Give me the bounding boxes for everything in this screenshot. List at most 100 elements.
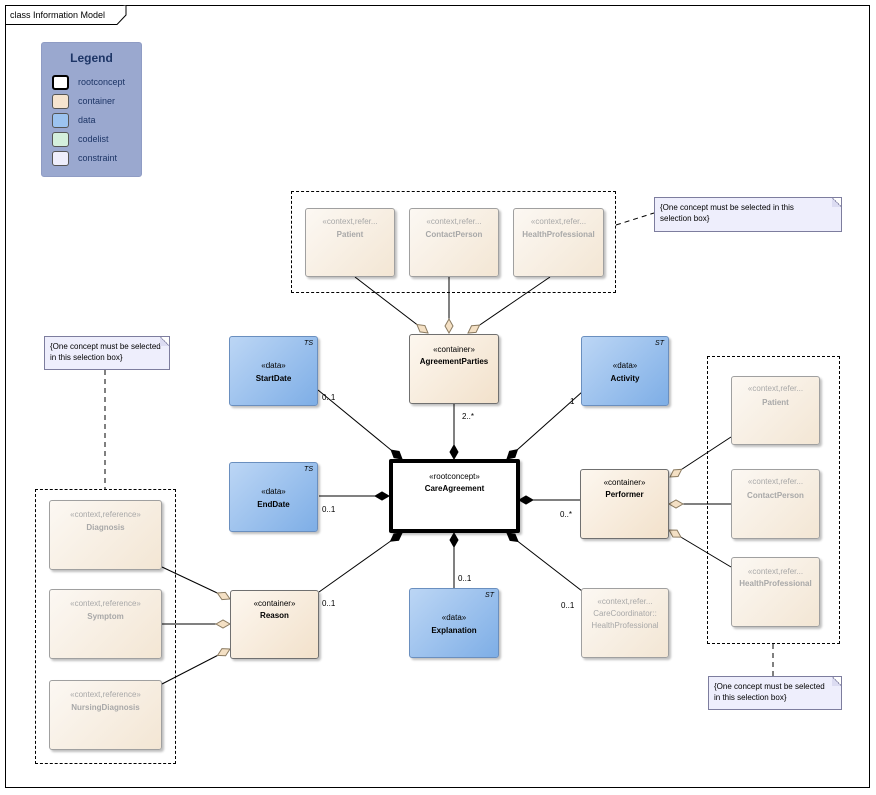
legend-label: data xyxy=(78,115,96,125)
class-name: ContactPerson xyxy=(747,491,804,500)
legend-label: constraint xyxy=(78,153,118,163)
class-stereotype: «context,reference» xyxy=(70,599,141,608)
class-reason-diagnosis[interactable]: «context,reference» Diagnosis xyxy=(49,500,162,570)
class-stereotype: «rootconcept» xyxy=(429,472,480,481)
class-name: HealthProfessional xyxy=(522,230,595,239)
link-perf-hp xyxy=(668,529,732,568)
class-stereotype: «container» xyxy=(603,478,646,487)
class-name-line2: HealthProfessional xyxy=(591,621,659,630)
link-perf-patient xyxy=(669,436,732,478)
datatype-tag: TS xyxy=(304,340,313,347)
link-party-patient xyxy=(354,276,429,334)
multiplicity-startdate: 0..1 xyxy=(322,393,336,402)
link-startdate xyxy=(317,389,403,460)
class-stereotype: «context,refer... xyxy=(426,217,482,226)
class-perf-healthprofessional[interactable]: «context,refer... HealthProfessional xyxy=(731,557,820,627)
multiplicity-agreementparties: 2..* xyxy=(462,412,475,421)
class-stereotype: «context,reference» xyxy=(70,690,141,699)
link-reason-nursing xyxy=(161,648,231,685)
constraint-note-right: {One concept must be selected in this se… xyxy=(708,676,842,710)
class-party-contactperson[interactable]: «context,refer... ContactPerson xyxy=(409,208,499,277)
link-activity xyxy=(506,391,583,460)
class-perf-contactperson[interactable]: «context,refer... ContactPerson xyxy=(731,469,820,539)
class-stereotype: «context,refer... xyxy=(530,217,587,226)
legend: Legend rootconcept container data codeli… xyxy=(41,42,142,177)
class-stereotype: «context,reference» xyxy=(70,510,141,519)
note-text-line2: in this selection box} xyxy=(50,353,123,362)
class-reason-nursingdiagnosis[interactable]: «context,reference» NursingDiagnosis xyxy=(49,680,162,750)
legend-swatch xyxy=(52,75,69,90)
class-stereotype: «context,refer... xyxy=(322,217,378,226)
class-name: Patient xyxy=(336,230,364,239)
datatype-tag: TS xyxy=(304,466,313,473)
legend-swatch xyxy=(52,113,69,128)
class-name-line1: CareCoordinator:: xyxy=(593,609,657,618)
class-name: Activity xyxy=(610,374,640,383)
class-party-healthprofessional[interactable]: «context,refer... HealthProfessional xyxy=(513,208,604,277)
link-party-hp xyxy=(467,276,551,334)
note-text-line2: in this selection box} xyxy=(714,693,787,702)
class-stereotype: «data» xyxy=(261,361,286,370)
class-stereotype: «data» xyxy=(261,487,286,496)
note-link-top xyxy=(615,212,655,226)
class-name: EndDate xyxy=(257,500,290,509)
datatype-tag: ST xyxy=(485,592,494,599)
legend-title: Legend xyxy=(70,51,113,65)
class-careagreement[interactable]: «rootconcept» CareAgreement xyxy=(389,459,520,533)
multiplicity-enddate: 0..1 xyxy=(322,505,336,514)
class-perf-patient[interactable]: «context,refer... Patient xyxy=(731,376,820,445)
selection-box-agreement-parties xyxy=(291,191,616,293)
class-carecoordinator[interactable]: «context,refer... CareCoordinator:: Heal… xyxy=(581,588,669,658)
class-name: StartDate xyxy=(255,374,292,383)
class-performer[interactable]: «container» Performer xyxy=(580,469,669,539)
class-enddate[interactable]: TS «data» EndDate xyxy=(229,462,318,532)
class-name: Reason xyxy=(260,611,289,620)
class-stereotype: «context,refer... xyxy=(747,477,804,486)
multiplicity-carecoordinator: 0..1 xyxy=(561,601,575,610)
frame-title: class Information Model xyxy=(10,10,106,20)
constraint-note-left: {One concept must be selected in this se… xyxy=(44,336,170,370)
class-stereotype: «data» xyxy=(612,361,638,370)
link-reason xyxy=(318,532,403,593)
note-text-line1: {One concept must be selected xyxy=(714,682,825,691)
class-startdate[interactable]: TS «data» StartDate xyxy=(229,336,318,406)
class-stereotype: «data» xyxy=(441,613,467,622)
class-reason[interactable]: «container» Reason xyxy=(230,590,319,659)
legend-swatch xyxy=(52,94,69,109)
link-reason-diagnosis xyxy=(161,566,231,601)
note-fold xyxy=(160,337,169,346)
note-fold xyxy=(832,677,841,686)
multiplicity-activity: 1 xyxy=(570,397,575,406)
class-party-patient[interactable]: «context,refer... Patient xyxy=(305,208,395,277)
class-stereotype: «context,refer... xyxy=(597,597,653,606)
class-stereotype: «context,refer... xyxy=(747,567,804,576)
note-text-line1: {One concept must be selected xyxy=(50,342,161,351)
class-name: NursingDiagnosis xyxy=(71,703,140,712)
class-stereotype: «container» xyxy=(433,345,475,354)
class-name: ContactPerson xyxy=(425,230,483,239)
class-name: Patient xyxy=(762,398,789,407)
class-name: CareAgreement xyxy=(424,484,485,493)
class-stereotype: «context,refer... xyxy=(747,384,804,393)
multiplicity-reason: 0..1 xyxy=(322,599,336,608)
class-explanation[interactable]: ST «data» Explanation xyxy=(409,588,499,658)
class-stereotype: «container» xyxy=(253,599,296,608)
note-text-line2: selection box} xyxy=(660,214,710,223)
class-name: Explanation xyxy=(431,626,477,635)
class-name: Performer xyxy=(605,490,644,499)
class-reason-symptom[interactable]: «context,reference» Symptom xyxy=(49,589,162,659)
class-activity[interactable]: ST «data» Activity xyxy=(581,336,669,406)
legend-label: container xyxy=(78,96,116,106)
legend-label: rootconcept xyxy=(78,77,126,87)
note-text-line1: {One concept must be selected in this xyxy=(660,203,794,212)
selection-box-performer xyxy=(707,356,840,644)
multiplicity-explanation: 0..1 xyxy=(458,574,472,583)
constraint-note-top: {One concept must be selected in this se… xyxy=(654,197,842,232)
legend-label: codelist xyxy=(78,134,109,144)
class-agreementparties[interactable]: «container» AgreementParties xyxy=(409,334,499,404)
diagram-frame xyxy=(5,5,870,788)
class-name: Symptom xyxy=(87,612,124,621)
link-carecoordinator xyxy=(506,532,583,592)
datatype-tag: ST xyxy=(655,340,664,347)
note-fold xyxy=(832,198,841,207)
